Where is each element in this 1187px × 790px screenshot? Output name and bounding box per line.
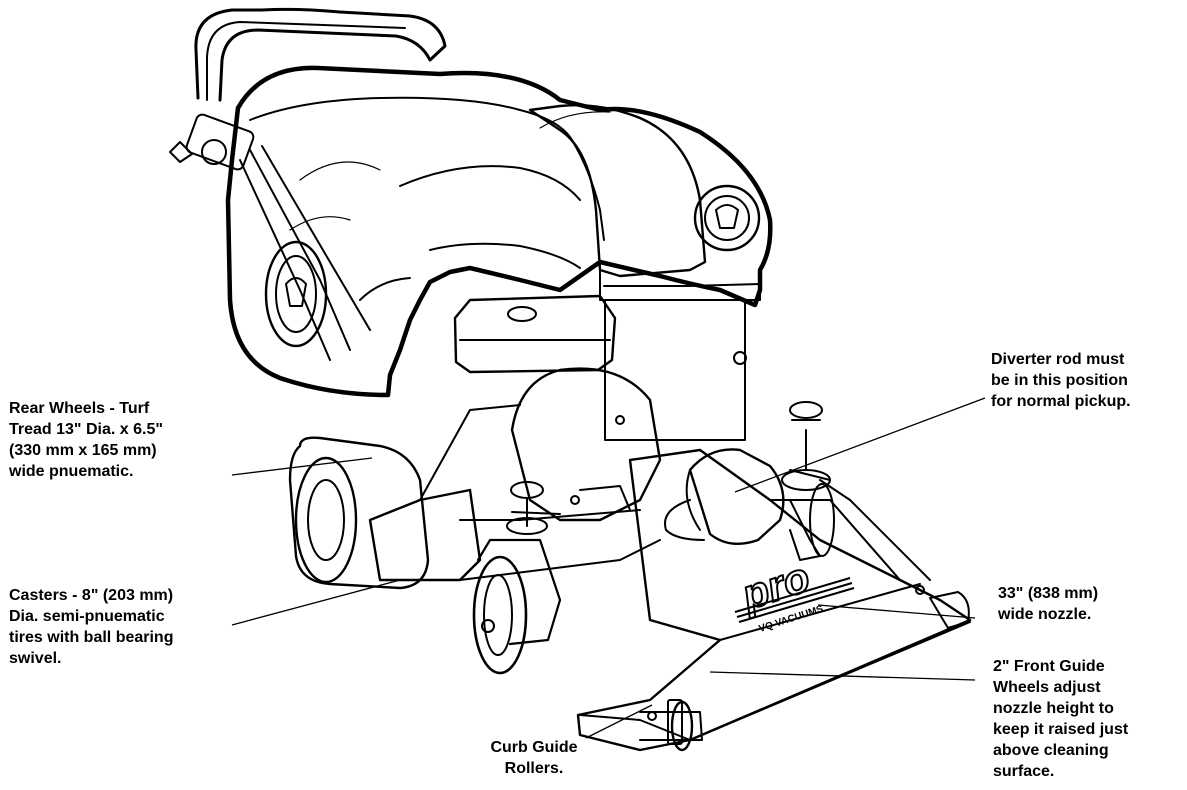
callout-line: swivel. [9, 650, 62, 667]
callout-line: tires with ball bearing [9, 629, 174, 646]
collection-bag [225, 65, 773, 398]
callout-line: keep it raised just [993, 721, 1129, 738]
handle [194, 7, 447, 102]
frame [368, 404, 661, 582]
callout-diverter: Diverter rod must be in this position fo… [991, 349, 1131, 412]
nozzle-brand-stripes [734, 577, 855, 623]
callout-line: 2" Front Guide [993, 658, 1105, 675]
height-knob [781, 401, 831, 491]
control-lever [169, 113, 371, 361]
leader-rear-wheels [231, 457, 373, 476]
callout-line: surface. [993, 763, 1055, 780]
callout-line: wide nozzle. [998, 606, 1092, 623]
callout-line: wide pnuematic. [9, 463, 134, 480]
blower-housing [510, 367, 662, 522]
callout-front-guide: 2" Front Guide Wheels adjust nozzle heig… [993, 656, 1128, 782]
callout-casters: Casters - 8" (203 mm) Dia. semi-pnuemati… [9, 585, 173, 669]
caster-wheel [472, 481, 562, 675]
callout-curb-guide: Curb Guide Rollers. [474, 737, 594, 779]
callout-line: nozzle height to [993, 700, 1114, 717]
right-caster [789, 483, 835, 561]
callout-line: above cleaning [993, 742, 1109, 759]
callout-line: Dia. semi-pnuematic [9, 608, 165, 625]
callout-line: Rollers. [504, 760, 564, 777]
logo-badge-right [693, 184, 761, 252]
callout-line: for normal pickup. [991, 393, 1131, 410]
callout-line: Curb Guide [490, 739, 578, 756]
callout-line: Wheels adjust [993, 679, 1101, 696]
discharge-chute [528, 104, 761, 441]
engine [453, 294, 617, 374]
leader-diverter [734, 397, 986, 493]
callout-line: Rear Wheels - Turf [9, 400, 150, 417]
leader-front-guide [709, 671, 976, 681]
callout-line: be in this position [991, 372, 1128, 389]
rear-wheel [288, 436, 430, 590]
callout-line: Casters - 8" (203 mm) [9, 587, 174, 604]
callout-line: (330 mm x 165 mm) [9, 442, 157, 459]
leader-curb-guide [585, 704, 653, 739]
callout-line: Tread 13" Dia. x 6.5" [9, 421, 163, 438]
leader-casters [231, 579, 401, 626]
front-guide-wheel [647, 699, 694, 752]
callout-rear-wheels: Rear Wheels - Turf Tread 13" Dia. x 6.5"… [9, 398, 163, 482]
leader-nozzle [817, 604, 976, 619]
callout-nozzle: 33" (838 mm) wide nozzle. [998, 583, 1098, 625]
diverter-canister [664, 448, 785, 546]
callout-line: 33" (838 mm) [998, 585, 1099, 602]
callout-line: Diverter rod must [991, 351, 1125, 368]
